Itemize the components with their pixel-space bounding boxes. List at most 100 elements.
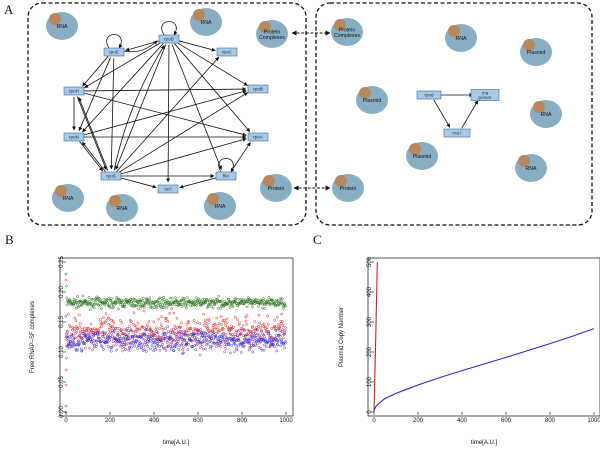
chart-b-point: [167, 329, 170, 333]
chart-b-point: [249, 299, 253, 302]
chart-b-point: [190, 345, 194, 349]
chart-b-point: [261, 297, 265, 301]
chart-b-point: [204, 300, 207, 304]
gene-rpoC-label: rpoC: [222, 50, 233, 55]
chart-c-y-tick-label: 0: [367, 410, 373, 414]
chart-b-point: [277, 322, 280, 326]
chart-b-point: [126, 341, 130, 345]
chart-b-point: [70, 335, 73, 338]
chart-b-point: [99, 303, 102, 307]
chart-b-point: [196, 329, 200, 333]
chart-b-point: [113, 327, 117, 330]
chart-b-point: [151, 331, 155, 334]
chart-b-point: [239, 332, 242, 336]
edge-rpoS-rpoN: [81, 141, 106, 172]
chart-b-point: [204, 343, 208, 346]
chart-b-point: [126, 334, 130, 337]
chart-b-point: [196, 321, 199, 324]
chart-b-point: [145, 339, 149, 343]
chart-b-point: [226, 321, 229, 324]
chart-b-point: [166, 320, 170, 323]
chart-b-point: [185, 331, 188, 334]
chart-b-point: [148, 339, 152, 343]
chart-b-point: [278, 338, 282, 341]
gene-rpoN: rpoN: [63, 132, 85, 142]
chart-b-point: [161, 328, 165, 331]
chart-b-point: [281, 324, 285, 327]
self-loop-fliA: [218, 158, 235, 173]
chart-b-point: [234, 331, 238, 334]
chart-b-point: [95, 327, 99, 331]
chart-b-point: [169, 336, 173, 339]
chart-b-point: [267, 331, 271, 335]
chart-b-point: [257, 304, 260, 308]
chart-b-point: [92, 342, 95, 345]
chart-b-point: [264, 345, 268, 349]
chart-c-frame: [367, 257, 600, 417]
chart-b-point: [221, 336, 225, 339]
chart-b-point: [82, 326, 86, 330]
chart-b-point: [134, 325, 138, 328]
chart-b-point: [122, 336, 126, 340]
chart-b-point: [162, 339, 165, 343]
chart-b-point: [143, 332, 147, 336]
chart-b-point: [67, 312, 70, 316]
chart-b-point: [159, 339, 163, 343]
chart-b-point: [206, 325, 209, 329]
chart-b-point: [244, 315, 248, 319]
chart-b-point: [112, 344, 115, 348]
chart-b-point: [218, 335, 222, 338]
right-blob-5-label: RNA: [541, 112, 552, 118]
chart-b-point: [217, 344, 221, 347]
chart-b-point: [75, 330, 79, 334]
chart-c-y-tick-label: 100: [367, 376, 373, 387]
chart-b-point: [74, 349, 78, 352]
gene-rpoA-box: [247, 132, 269, 142]
chart-b-point: [248, 345, 251, 349]
left-blob-7: RNA: [204, 192, 236, 220]
chart-b-point: [251, 350, 255, 354]
chart-b-point: [122, 332, 125, 336]
chart-b-point: [92, 330, 95, 334]
chart-b-point: [224, 332, 228, 336]
chart-b-point: [194, 338, 197, 342]
right-blob-7: RNA: [515, 154, 547, 182]
chart-b-point: [67, 301, 71, 305]
chart-b-point: [119, 329, 123, 333]
chart-b-point: [142, 306, 146, 310]
chart-b-point: [110, 346, 114, 349]
chart-b-point: [152, 341, 156, 345]
chart-b-point: [165, 299, 169, 302]
chart-b-point: [228, 329, 231, 333]
chart-b-point: [65, 356, 68, 360]
chart-b-point: [67, 346, 71, 350]
chart-b-point: [261, 338, 265, 342]
chart-b-point: [228, 306, 232, 309]
chart-b-point: [138, 344, 141, 347]
chart-b-point: [132, 311, 136, 315]
chart-b-point: [68, 335, 72, 339]
chart-b-point: [283, 329, 287, 332]
chart-b-point: [146, 299, 150, 303]
chart-c-x-tick-label: 800: [545, 418, 556, 424]
chart-b-point: [208, 345, 212, 348]
chart-b-point: [141, 297, 145, 300]
chart-b-point: [198, 300, 202, 303]
left-blob-4-label: RNA: [63, 196, 74, 202]
chart-b-point: [201, 347, 205, 351]
chart-b-point: [214, 326, 218, 330]
chart-c-x-tick-label: 1000: [587, 418, 600, 424]
chart-b-point: [179, 330, 182, 333]
chart-b-point: [165, 331, 168, 335]
gene-rpoB-label: rpoB: [253, 87, 263, 92]
chart-b-point: [254, 331, 257, 335]
chart-b-y-tick-label: 0.00: [59, 406, 65, 418]
edge-rpoE-rpoS: [109, 57, 115, 170]
chart-b-point: [213, 303, 217, 306]
chart-b-point: [102, 347, 105, 351]
chart-b-point: [117, 337, 121, 340]
chart-b-point: [92, 306, 96, 310]
panel-letter-b: B: [5, 232, 14, 247]
